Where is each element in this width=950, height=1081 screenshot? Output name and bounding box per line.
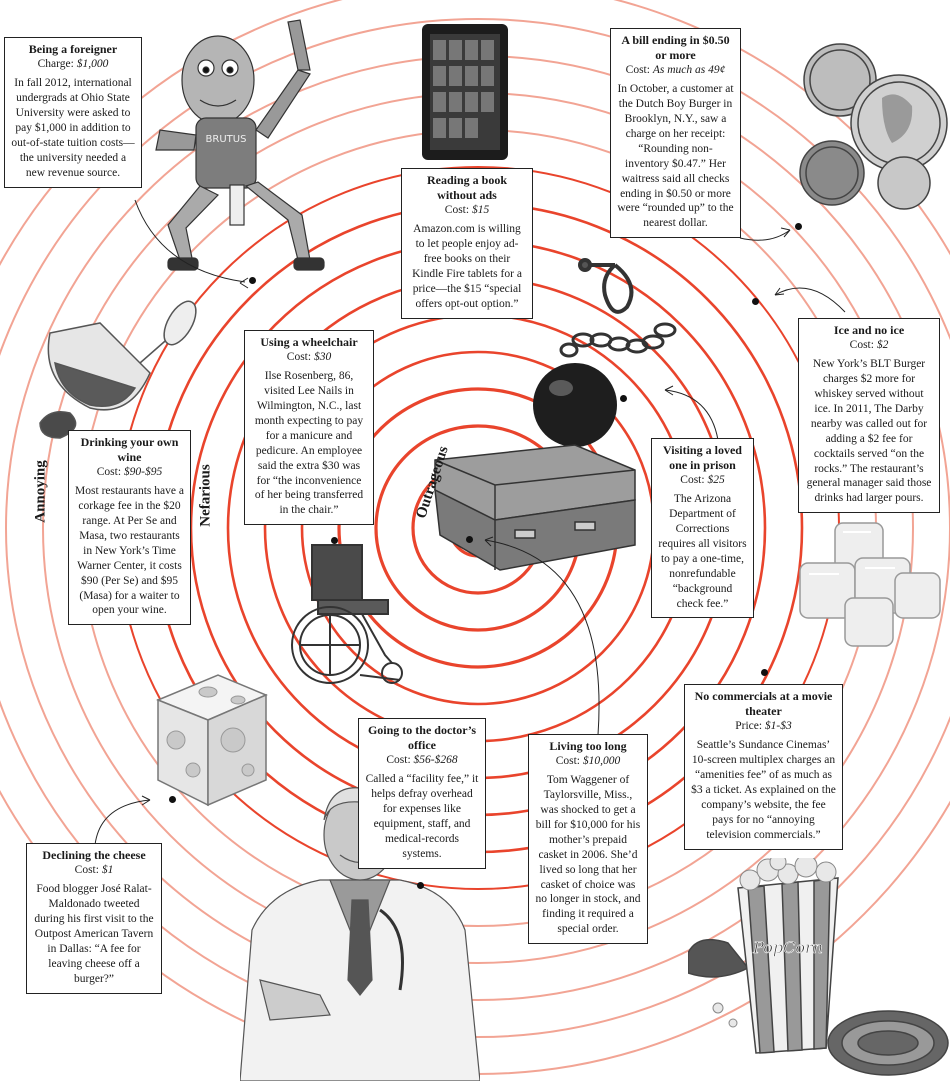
cost-value: $15 [471, 204, 490, 216]
callout-cheese: Declining the cheese Cost: $1 Food blogg… [26, 843, 162, 994]
cost-label: Charge: [37, 58, 74, 70]
callout-title: Using a wheelchair [260, 335, 358, 349]
callout-book: Reading a book without ads Cost: $15 Ama… [401, 168, 533, 319]
cost-value: $2 [876, 339, 889, 351]
cheese-icon [156, 674, 268, 807]
casket-icon [434, 444, 636, 571]
ring-label-nefarious: Nefarious [197, 464, 214, 527]
callout-description: In October, a customer at the Dutch Boy … [617, 82, 734, 230]
callout-title: Declining the cheese [42, 848, 146, 862]
cost-label: Price: [735, 720, 763, 732]
cost-value: As much as 49¢ [652, 64, 726, 76]
callout-description: Called a “facility fee,” it helps defray… [365, 772, 479, 860]
cost-label: Cost: [444, 204, 470, 216]
callout-prison: Visiting a loved one in prison Cost: $25… [651, 438, 754, 619]
callout-description: Most restaurants have a corkage fee in t… [75, 484, 184, 617]
callout-title: Reading a book without ads [426, 173, 508, 202]
cost-value: $25 [707, 474, 725, 486]
callout-living: Living too long Cost: $10,000 Tom Waggen… [528, 734, 648, 945]
callout-title: Ice and no ice [833, 323, 905, 337]
coins-icon [799, 43, 948, 210]
svg-text:BRUTUS: BRUTUS [206, 134, 247, 145]
cost-value: $1,000 [76, 58, 109, 70]
callout-title: Drinking your own wine [80, 435, 179, 464]
cost-value: $30 [313, 351, 332, 363]
callout-description: New York’s BLT Burger charges $2 more fo… [806, 357, 932, 505]
cost-label: Cost: [680, 474, 705, 486]
marker-dot-ice [752, 298, 759, 305]
marker-dot-doctor [417, 882, 424, 889]
marker-dot-wheelchair [331, 537, 338, 544]
ice-cubes-icon [799, 522, 941, 647]
callout-description: The Arizona Department of Corrections re… [658, 492, 747, 610]
ring-label-annoying: Annoying [32, 460, 49, 523]
popcorn-film-icon: PopCorn [688, 858, 949, 1076]
callout-title: Going to the doctor’s office [367, 723, 477, 752]
callout-description: Ilse Rosenberg, 86, visited Lee Nails in… [254, 369, 364, 517]
callout-bill: A bill ending in $0.50 or more Cost: As … [610, 28, 741, 239]
cost-value: $10,000 [582, 755, 621, 767]
cost-value: $90-$95 [123, 466, 163, 478]
target-ring [0, 18, 950, 1038]
callout-description: In fall 2012, international undergrads a… [11, 76, 135, 179]
callout-title: Being a foreigner [28, 42, 118, 56]
marker-dot-foreigner [249, 277, 256, 284]
spilled-wine-glass-icon [39, 300, 197, 439]
callout-doctor: Going to the doctor’s office Cost: $56-$… [358, 718, 486, 869]
cost-label: Cost: [386, 754, 411, 766]
callout-wine: Drinking your own wine Cost: $90-$95 Mos… [68, 430, 191, 626]
callout-title: Living too long [549, 739, 627, 753]
marker-dot-commercials [761, 669, 768, 676]
callout-title: No commercials at a movie theater [694, 689, 833, 718]
cost-label: Cost: [625, 64, 650, 76]
marker-dot-cheese [169, 796, 176, 803]
wheelchair-icon [291, 544, 403, 684]
callout-commercials: No commercials at a movie theater Price:… [684, 684, 843, 850]
cost-label: Cost: [286, 351, 312, 363]
cost-value: $1 [101, 864, 114, 876]
shackle-icon [578, 258, 634, 314]
brutus-mascot-icon: BRUTUS [155, 19, 325, 271]
ball-and-chain-icon [533, 322, 677, 447]
popcorn-label: PopCorn [752, 938, 823, 957]
cost-label: Cost: [74, 864, 99, 876]
callout-description: Seattle’s Sundance Cinemas’ 10-screen mu… [691, 738, 836, 841]
marker-dot-casket [466, 536, 473, 543]
cost-label: Cost: [96, 466, 122, 478]
cost-label: Cost: [849, 339, 874, 351]
callout-wheelchair: Using a wheelchair Cost: $30 Ilse Rosenb… [244, 330, 374, 526]
cost-label: Cost: [555, 755, 581, 767]
callout-description: Amazon.com is willing to let people enjo… [412, 222, 522, 310]
callout-description: Tom Waggener of Taylorsville, Miss., was… [535, 773, 641, 936]
marker-dot-prison [620, 395, 627, 402]
cost-value: $1-$3 [764, 720, 792, 732]
callout-title: A bill ending in $0.50 or more [621, 33, 730, 62]
callout-foreigner: Being a foreigner Charge: $1,000 In fall… [4, 37, 142, 188]
callout-description: Food blogger José Ralat-Maldonado tweete… [34, 882, 154, 985]
callout-title: Visiting a loved one in prison [663, 443, 742, 472]
callout-ice: Ice and no ice Cost: $2 New York’s BLT B… [798, 318, 940, 514]
cost-value: $56-$268 [413, 754, 458, 766]
marker-dot-bill [795, 223, 802, 230]
kindle-tablet-icon [422, 24, 508, 160]
